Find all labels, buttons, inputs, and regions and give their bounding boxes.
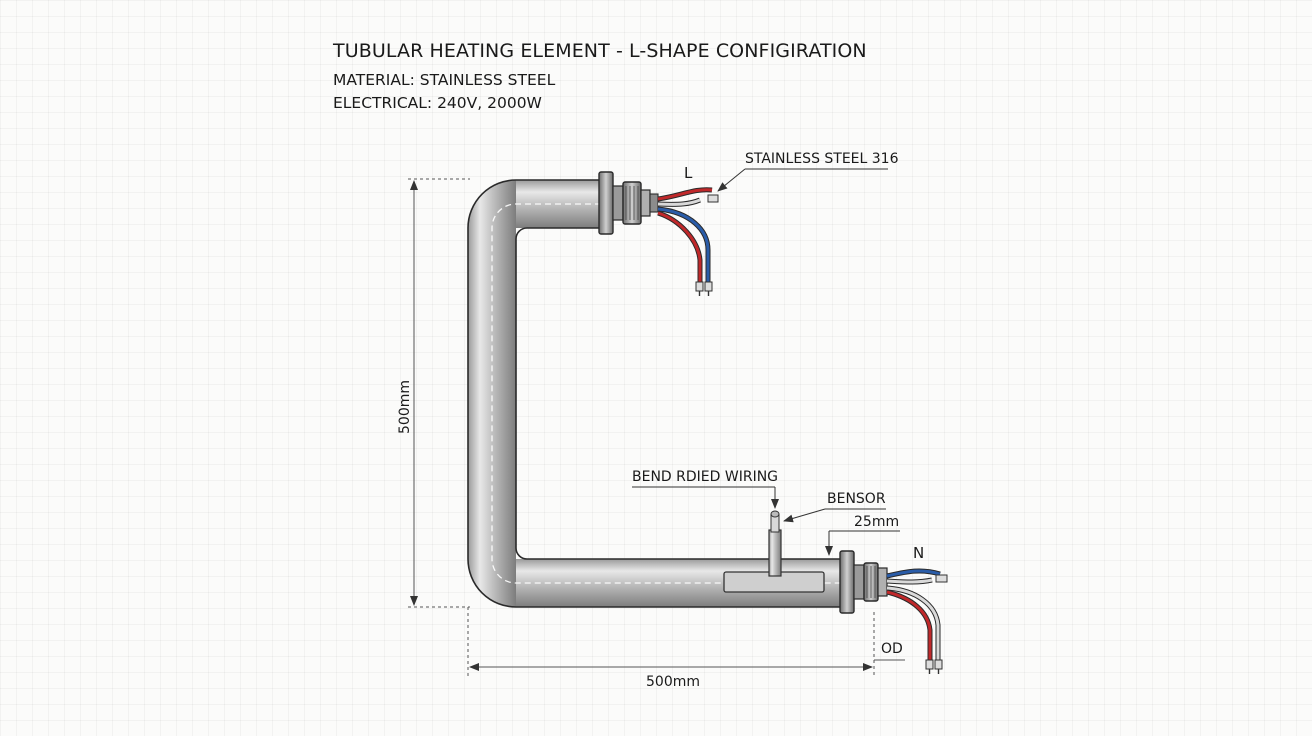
vertical-dimension-label: 500mm xyxy=(397,380,413,434)
top-wires xyxy=(657,187,719,296)
top-terminal-lug-2 xyxy=(704,281,713,292)
stainless-callout-label: STAINLESS STEEL 316 xyxy=(745,151,899,167)
tube-centerline xyxy=(491,203,841,584)
bottom-wires xyxy=(886,568,948,674)
tube-top-bend xyxy=(468,180,516,228)
stainless-callout-leader xyxy=(717,168,888,192)
tube-outer-outline xyxy=(467,179,841,608)
drawing-header: TUBULAR HEATING ELEMENT - L-SHAPE CONFIG… xyxy=(333,40,867,117)
bottom-terminal-lug-2 xyxy=(934,659,943,670)
electrical-spec: ELECTRICAL: 240V, 2000W xyxy=(333,94,542,112)
od-label: OD xyxy=(881,641,903,657)
top-terminal-fitting xyxy=(598,171,659,235)
sensor-probe xyxy=(768,510,782,577)
vertical-dimension xyxy=(408,178,470,608)
top-terminal-lug-1 xyxy=(695,281,704,292)
bottom-terminal-fitting xyxy=(839,550,888,614)
sensor-leader xyxy=(783,508,886,523)
bottom-flange xyxy=(839,550,855,614)
bend-wiring-label: BEND RDIED WIRING xyxy=(632,469,778,485)
top-flange xyxy=(598,171,614,235)
top-terminal-label: L xyxy=(684,164,693,182)
tube-vertical-segment xyxy=(468,227,516,560)
diameter-leader xyxy=(825,530,900,556)
bend-wiring-leader xyxy=(632,486,779,509)
diameter-label: 25mm xyxy=(854,514,899,530)
bottom-terminal-lug-1 xyxy=(925,659,934,670)
sensor-label: BENSOR xyxy=(827,491,886,507)
drawing-title: TUBULAR HEATING ELEMENT - L-SHAPE CONFIG… xyxy=(333,40,867,62)
tube-bottom-bend xyxy=(468,559,516,607)
tube-body xyxy=(467,179,841,608)
tube-inner-outline xyxy=(515,227,841,560)
bottom-terminal-label: N xyxy=(913,544,924,562)
material-spec: MATERIAL: STAINLESS STEEL xyxy=(333,71,556,89)
horizontal-dimension xyxy=(467,607,905,676)
horizontal-dimension-label: 500mm xyxy=(646,674,700,690)
